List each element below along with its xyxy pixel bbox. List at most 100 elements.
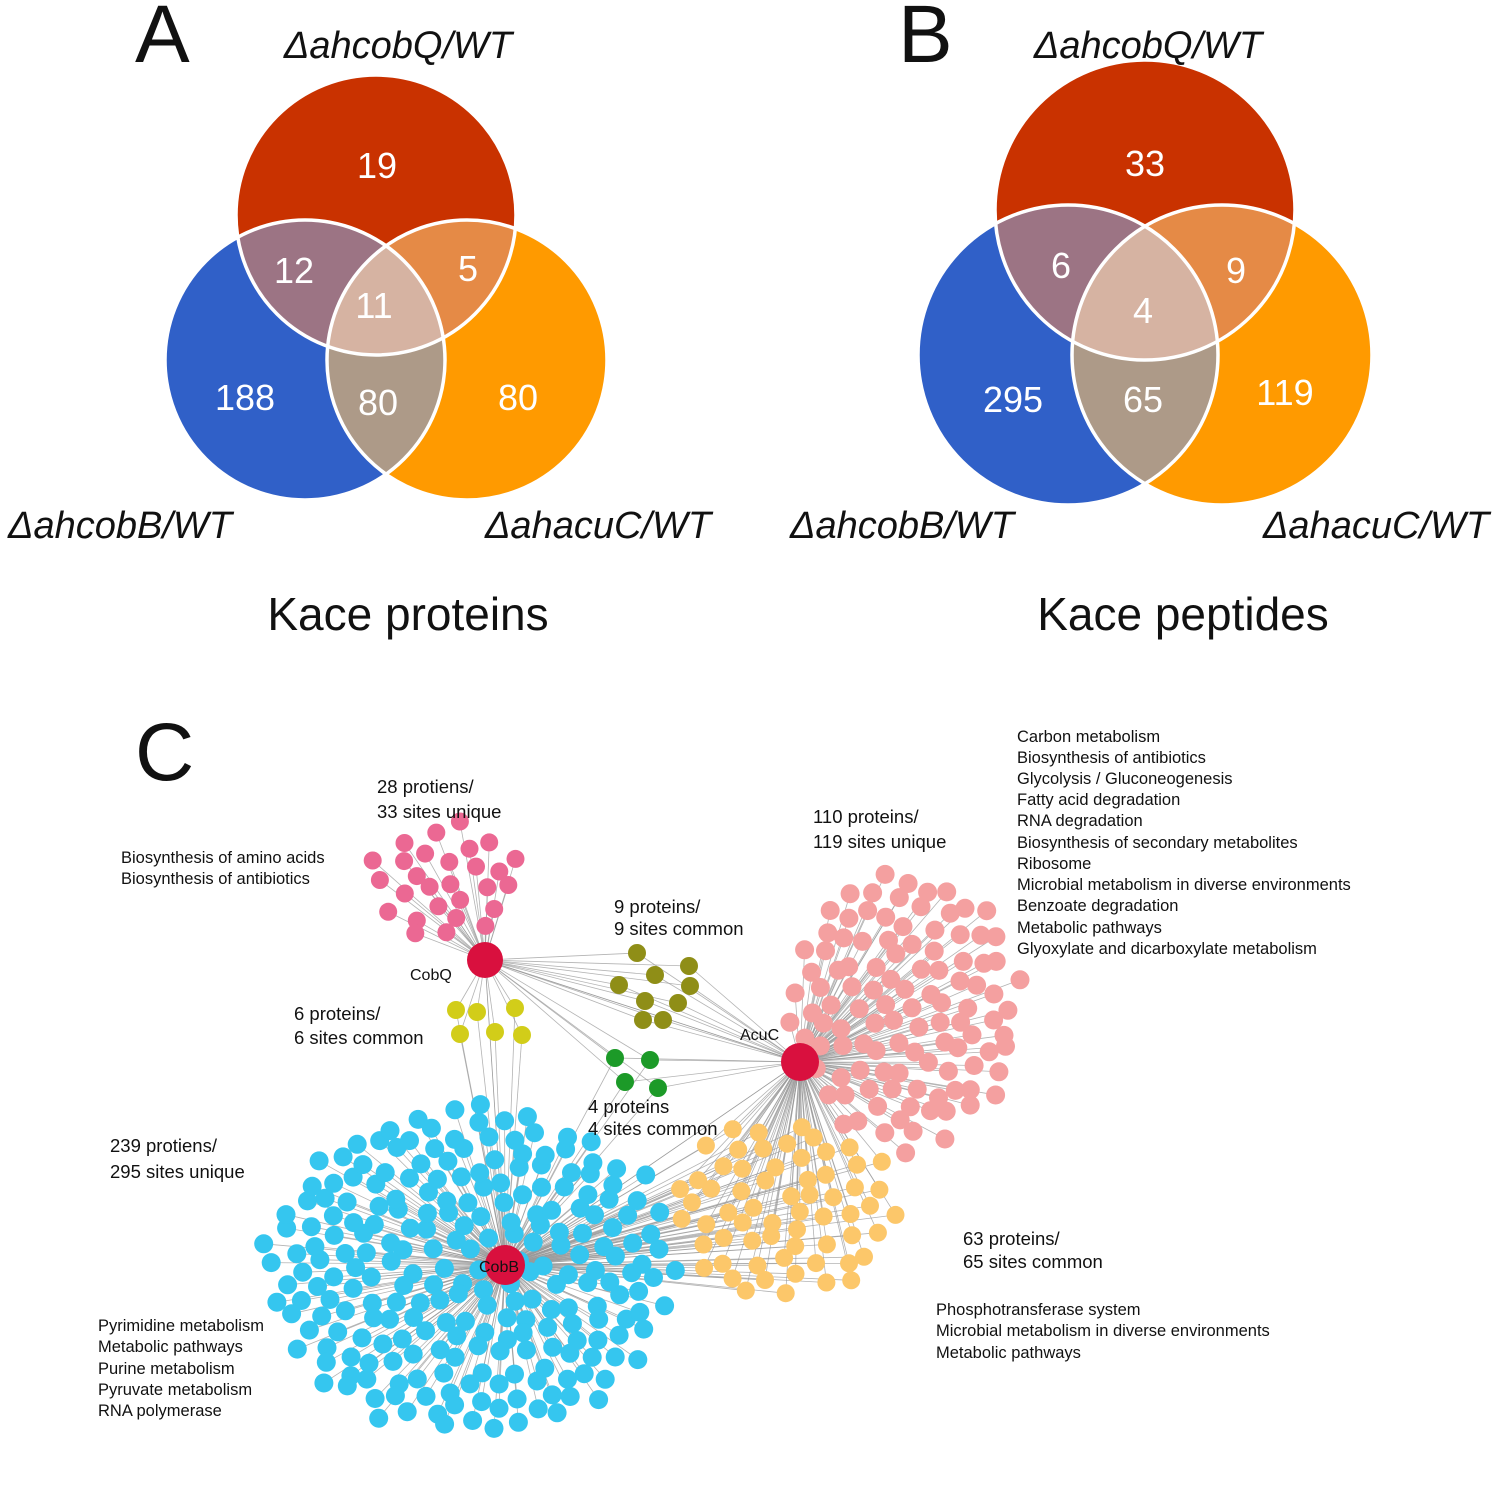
network-edge [799,891,947,1063]
venn-b-count-c-only: 119 [1256,372,1313,413]
node-b-unique [634,1319,654,1339]
venn-a-count-bc: 80 [358,382,398,423]
node-c-unique [833,1036,853,1056]
node-c-unique [839,908,859,928]
node-b-unique [435,1414,455,1434]
node-b-unique [627,1191,647,1211]
network-edge [504,1188,681,1266]
hub-node-acuc [781,1043,819,1081]
pathway-b-item: RNA polymerase [98,1402,222,1420]
venn-b-caption: Kace peptides [1037,588,1329,640]
node-b-unique [416,1321,435,1341]
node-q-unique [490,862,509,881]
node-bc-common [719,1203,738,1222]
node-b-unique [417,1219,436,1239]
node-b-unique [607,1159,627,1179]
label-qc-common-line1: 9 proteins/ [614,896,701,917]
node-b-unique [558,1369,577,1389]
venn-b-count-qc: 9 [1226,250,1246,291]
node-b-unique [460,1239,480,1259]
node-b-unique [308,1277,327,1296]
venn-a-count-qc: 5 [458,248,478,289]
node-b-unique [523,1232,543,1252]
node-c-unique [936,1101,956,1121]
node-b-unique [337,1376,357,1396]
node-c-unique [865,1013,885,1033]
node-bc-common [766,1158,785,1177]
node-b-unique [468,1336,488,1356]
node-q-unique [499,876,518,894]
node-b-unique [423,1239,443,1259]
network-edge [642,1019,801,1063]
node-c-unique [898,874,918,893]
node-b-unique [411,1154,431,1174]
node-c-unique [802,1003,822,1023]
node-b-unique [628,1350,648,1370]
node-c-unique [986,927,1006,947]
venn-a-label-right: ΔahacuC/WT [484,505,714,547]
node-b-unique [353,1155,373,1175]
network-edge [677,1002,801,1063]
node-b-unique [505,1364,524,1384]
node-b-unique [560,1387,580,1406]
network-edge [484,842,490,961]
node-b-unique [542,1385,562,1405]
node-b-unique [324,1225,344,1245]
node-b-unique [581,1132,601,1152]
node-bc-common [807,1254,825,1273]
venn-a-count-qb: 12 [274,250,314,291]
network-edge [504,1212,729,1266]
node-bc-common [743,1231,762,1250]
node-b-unique [448,1284,468,1304]
label-q-unique-line1: 28 protiens/ [377,776,475,797]
node-c-unique [925,920,945,940]
node-bc-common [790,1202,809,1221]
node-c-unique [874,1062,894,1082]
node-b-unique [582,1347,602,1367]
network-edge [504,1057,616,1266]
label-all-common-line2: 4 sites common [588,1118,718,1139]
pathway-c-item: Carbon metabolism [1017,728,1160,746]
network-edge [504,1165,724,1266]
node-b-unique [554,1177,574,1197]
node-b-unique [585,1261,605,1280]
node-b-unique [408,1109,428,1129]
node-c-unique [831,1068,851,1088]
node-qc-common [636,992,654,1010]
venn-a-cobq-outline [234,73,518,357]
node-b-unique [373,1334,393,1354]
node-c-unique [810,978,830,997]
venn-a-count-b-only: 188 [215,377,275,418]
node-b-unique [381,1233,401,1253]
node-b-unique [494,1193,514,1212]
pathways-q: Biosynthesis of amino acids Biosynthesis… [121,849,325,888]
node-q-unique [485,900,504,918]
node-b-unique [497,1308,517,1328]
label-c-unique-line2: 119 sites unique [813,831,946,852]
node-b-unique [445,1100,465,1120]
node-c-unique [907,1079,927,1099]
hub-node-cobb [485,1245,525,1285]
node-c-unique [810,1036,830,1056]
node-qb-common [447,1001,465,1019]
label-bc-common-line2: 65 sites common [963,1251,1103,1272]
pathway-q-item: Biosynthesis of antibiotics [121,870,310,888]
node-b-unique [618,1205,638,1225]
node-b-unique [549,1222,569,1242]
node-c-unique [893,917,913,937]
node-b-unique [560,1343,580,1363]
label-qc-common-line2: 9 sites common [614,918,744,939]
node-q-unique [440,852,459,871]
network-edge [636,952,801,1063]
node-bc-common [824,1188,843,1207]
network-edge [484,959,620,986]
node-b-unique [474,1280,493,1300]
node-c-unique [924,941,944,961]
node-b-unique [485,1150,505,1170]
venn-a-count-c-only: 80 [498,377,538,418]
node-b-unique [341,1347,361,1367]
venn-a-label-left: ΔahcobB/WT [7,505,235,547]
pathway-b-item: Pyruvate metabolism [98,1381,252,1399]
node-bc-common [754,1139,773,1158]
